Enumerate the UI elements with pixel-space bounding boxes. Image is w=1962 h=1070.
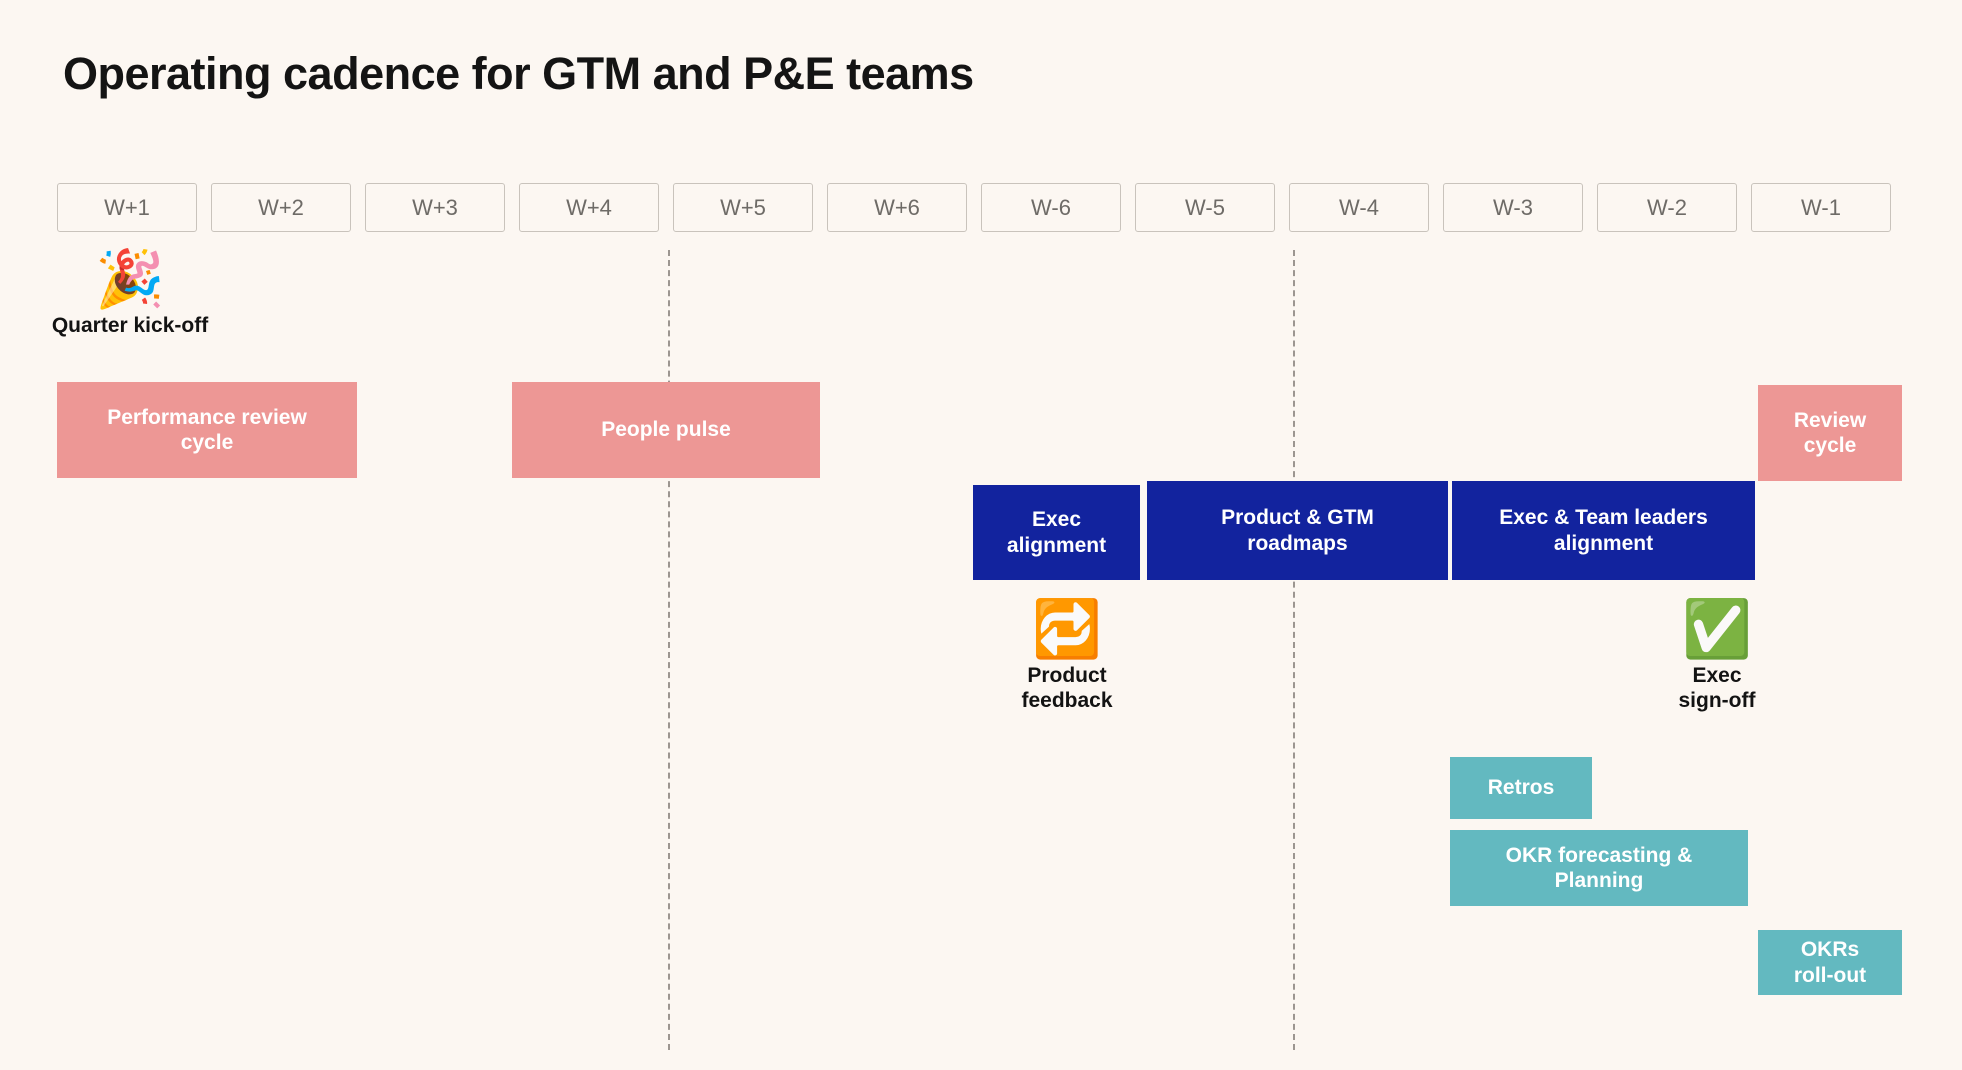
week-cell-w-minus-4[interactable]: W-4 [1289, 183, 1429, 232]
repeat-loop-icon: 🔁 [1032, 597, 1102, 660]
check-mark-button-icon: ✅ [1682, 597, 1752, 660]
bar-okr-forecasting-planning[interactable]: OKR forecasting & Planning [1450, 830, 1748, 906]
week-cell-w-plus-3[interactable]: W+3 [365, 183, 505, 232]
milestone-exec-sign-off: ✅ Exec sign-off [1632, 598, 1802, 714]
week-cell-w-minus-1[interactable]: W-1 [1751, 183, 1891, 232]
week-cell-w-plus-1[interactable]: W+1 [57, 183, 197, 232]
bar-performance-review-cycle[interactable]: Performance review cycle [57, 382, 357, 478]
week-cell-w-plus-4[interactable]: W+4 [519, 183, 659, 232]
milestone-quarter-kickoff-label: Quarter kick-off [51, 314, 209, 337]
phase-divider-right [1293, 250, 1295, 1050]
bar-exec-team-leaders-alignment[interactable]: Exec & Team leaders alignment [1452, 481, 1755, 580]
week-cell-w-minus-2[interactable]: W-2 [1597, 183, 1737, 232]
bar-people-pulse[interactable]: People pulse [512, 382, 820, 478]
party-popper-icon: 🎉 [95, 247, 165, 310]
page-title: Operating cadence for GTM and P&E teams [63, 48, 974, 99]
milestone-product-feedback-label: Product feedback [1021, 664, 1113, 712]
week-cell-w-minus-3[interactable]: W-3 [1443, 183, 1583, 232]
week-cell-w-plus-2[interactable]: W+2 [211, 183, 351, 232]
bar-exec-alignment[interactable]: Exec alignment [973, 485, 1140, 580]
phase-divider-left [668, 250, 670, 1050]
milestone-exec-sign-off-label: Exec sign-off [1678, 664, 1756, 712]
week-cell-w-minus-6[interactable]: W-6 [981, 183, 1121, 232]
milestone-product-feedback: 🔁 Product feedback [982, 598, 1152, 714]
week-cell-w-minus-5[interactable]: W-5 [1135, 183, 1275, 232]
week-cell-w-plus-5[interactable]: W+5 [673, 183, 813, 232]
week-cell-w-plus-6[interactable]: W+6 [827, 183, 967, 232]
bar-review-cycle[interactable]: Review cycle [1758, 385, 1902, 481]
bar-product-gtm-roadmaps[interactable]: Product & GTM roadmaps [1147, 481, 1448, 580]
bar-okrs-roll-out[interactable]: OKRs roll-out [1758, 930, 1902, 995]
bar-retros[interactable]: Retros [1450, 757, 1592, 819]
milestone-quarter-kickoff: 🎉 Quarter kick-off [45, 248, 215, 339]
